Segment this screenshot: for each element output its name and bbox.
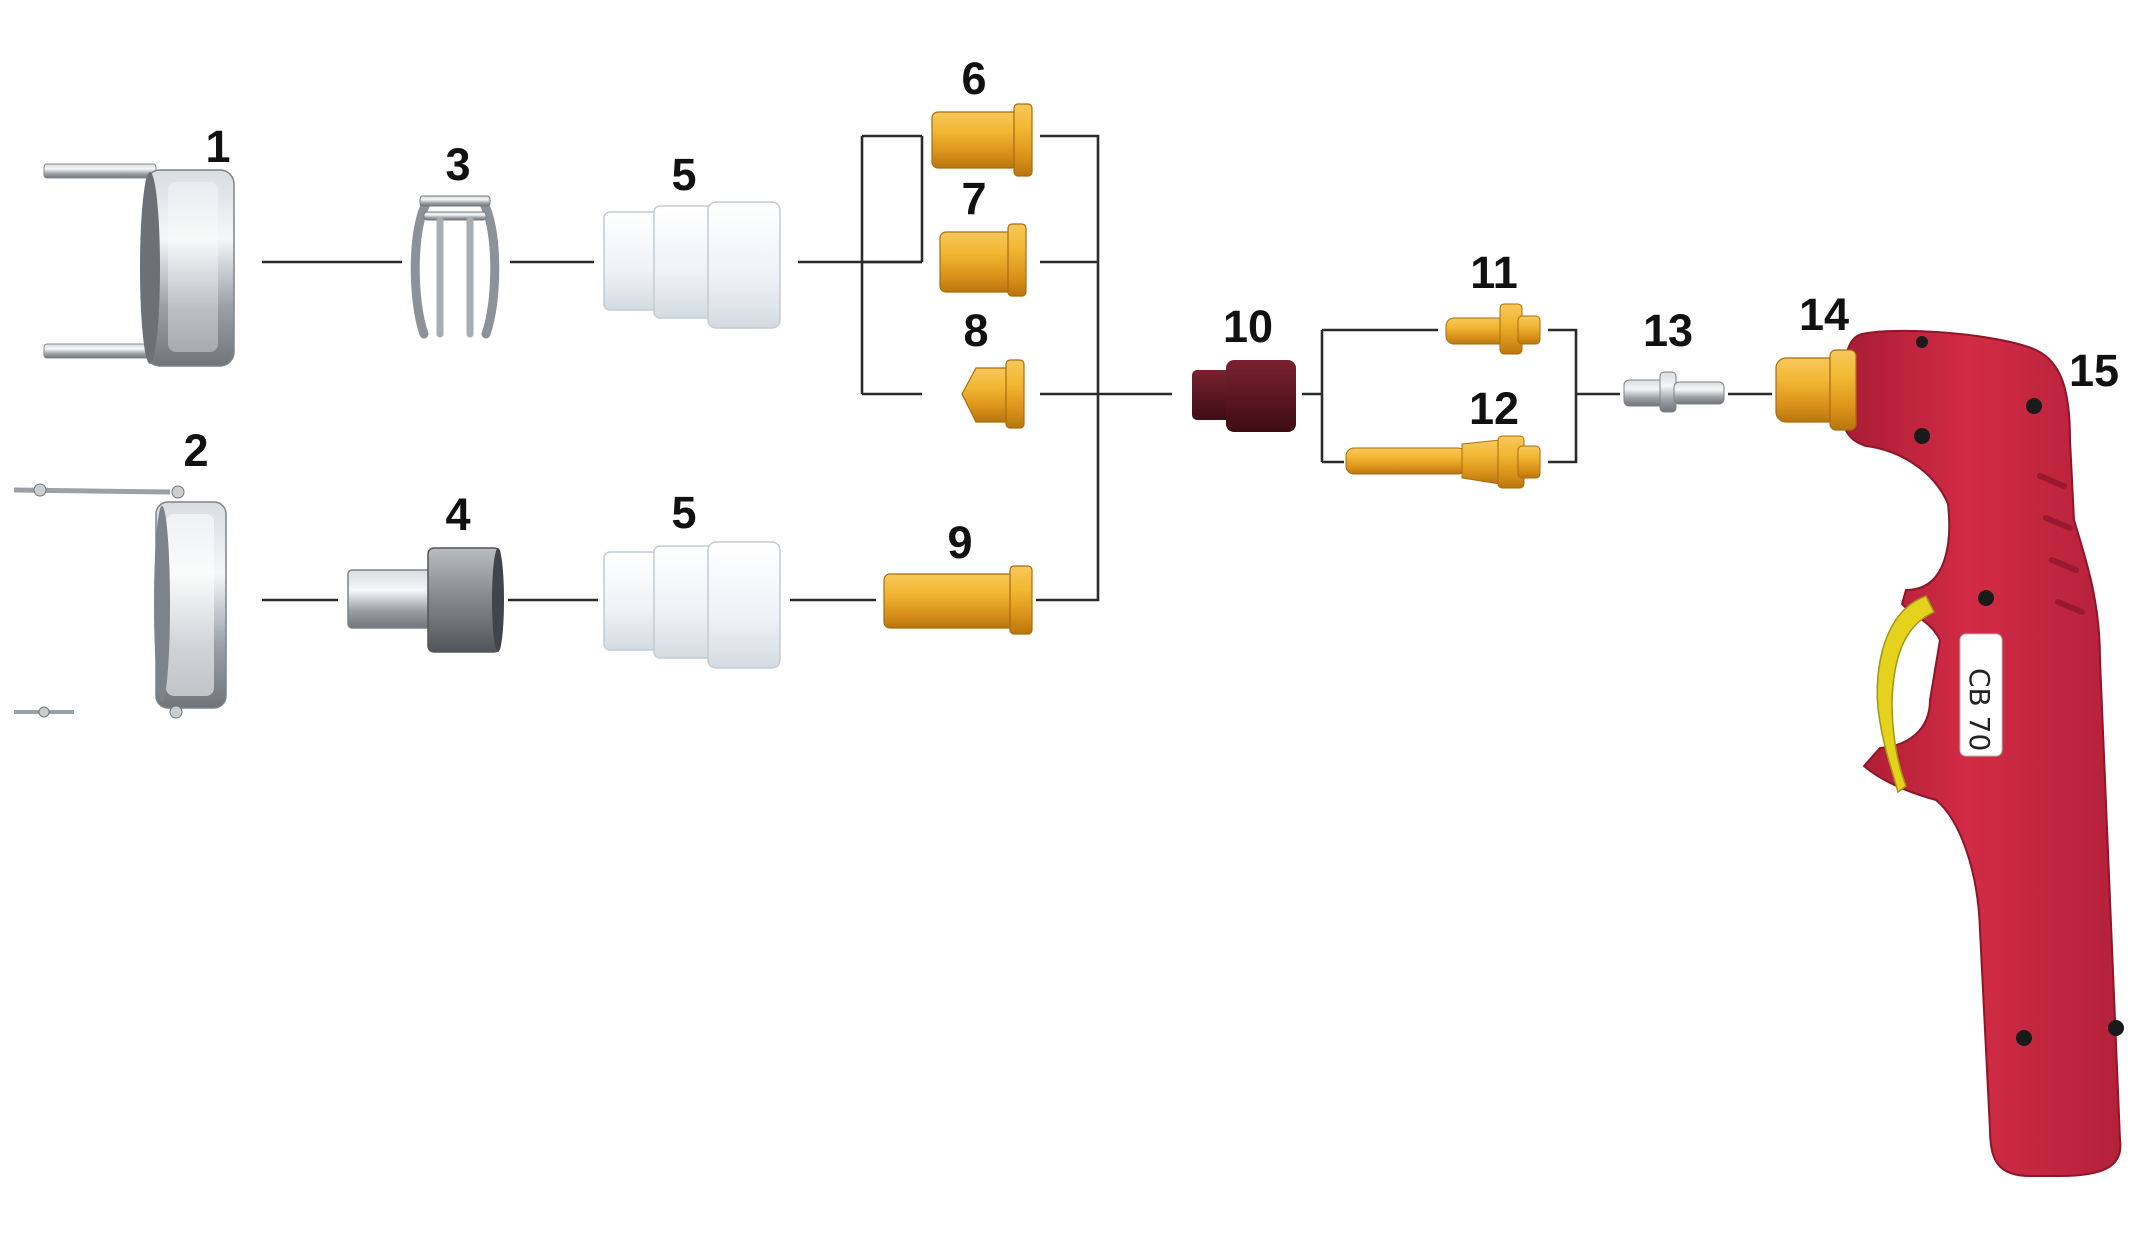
part-12-long-electrode: [1345, 435, 1541, 489]
part-15-torch-body: [1840, 329, 2124, 1177]
part-3-spring-clip: [410, 195, 500, 339]
torch-label-plate: [1959, 633, 2003, 757]
label-part-5-bottom: 5: [671, 487, 696, 538]
label-part-13: 13: [1643, 305, 1693, 356]
part-9-long-nozzle: [883, 565, 1033, 635]
part-2-shield-with-bracket: [13, 483, 227, 719]
part-8-conical-nozzle: [961, 359, 1025, 429]
label-part-10: 10: [1223, 301, 1273, 352]
label-part-5-top: 5: [671, 149, 696, 200]
label-part-9: 9: [947, 517, 972, 568]
part-13-diffuser-pin: [1623, 371, 1725, 413]
label-part-1: 1: [205, 121, 230, 172]
part-1-shield-with-guide: [43, 163, 235, 367]
label-part-6: 6: [961, 53, 986, 104]
part-14-torch-head: [1775, 349, 1857, 431]
connector-lines: [262, 134, 1772, 602]
label-part-7: 7: [961, 173, 986, 224]
label-part-15: 15: [2069, 345, 2119, 396]
label-part-3: 3: [445, 139, 470, 190]
label-part-4: 4: [445, 489, 470, 540]
part-7-nozzle: [939, 223, 1027, 297]
label-part-8: 8: [963, 305, 988, 356]
torch-model-text: CB 70: [1963, 668, 1996, 751]
torch-trigger: [1876, 595, 1936, 794]
part-11-short-electrode: [1445, 303, 1541, 355]
label-part-11: 11: [1470, 247, 1518, 298]
part-5-swirl-ring-bottom: [603, 541, 781, 669]
part-10-insulator: [1192, 360, 1296, 432]
label-part-2: 2: [183, 425, 208, 476]
label-part-14: 14: [1799, 289, 1849, 340]
label-part-12: 12: [1469, 383, 1519, 434]
part-6-nozzle: [931, 103, 1033, 177]
part-4-nozzle-adapter: [347, 547, 504, 653]
part-5-swirl-ring-top: [603, 201, 781, 329]
